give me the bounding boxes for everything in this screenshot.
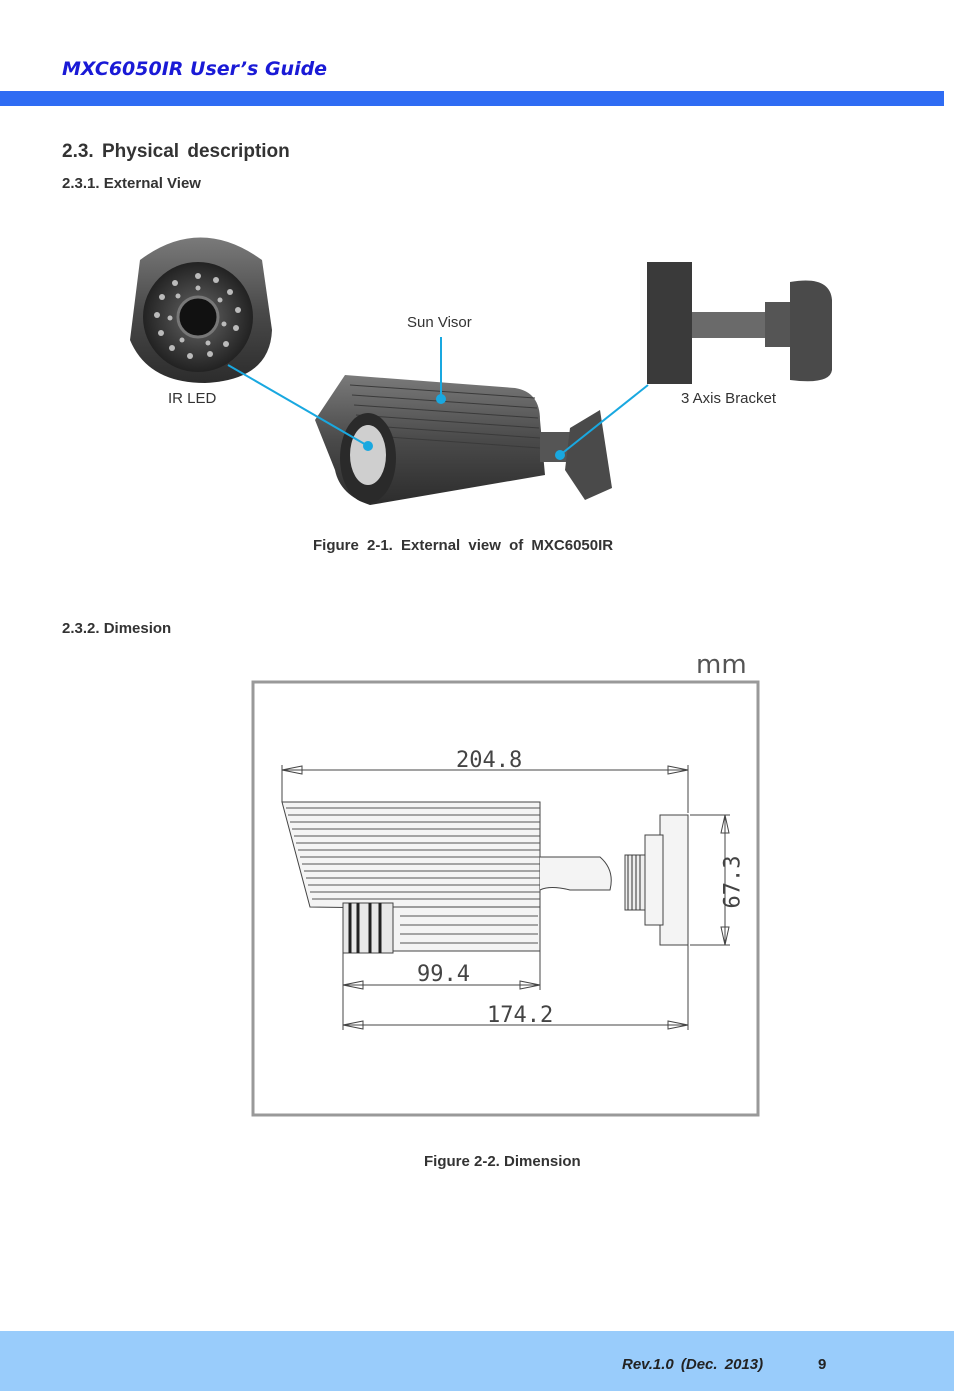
ir-led-label: IR LED bbox=[168, 390, 217, 407]
drawing-frame bbox=[251, 680, 760, 1117]
revision-label: Rev.1.0 (Dec. 2013) bbox=[622, 1356, 764, 1373]
dimension-lines bbox=[281, 765, 730, 1030]
sun-visor-callout-dot bbox=[436, 394, 446, 404]
dim-body-length: 99.4 bbox=[417, 962, 470, 987]
dim-mid-length: 174.2 bbox=[487, 1003, 553, 1028]
camera-body-image bbox=[315, 375, 612, 505]
ir-led-callout-line bbox=[227, 364, 369, 447]
bracket-callout-dot bbox=[555, 450, 565, 460]
dim-height: 67.3 bbox=[721, 856, 746, 909]
ir-led-closeup-image bbox=[130, 237, 272, 383]
dimension-figure: mm bbox=[251, 650, 760, 1117]
figure-2-2-caption: Figure 2-2. Dimension bbox=[424, 1153, 581, 1170]
page-number: 9 bbox=[818, 1356, 827, 1373]
camera-outline-drawing bbox=[281, 801, 689, 954]
sun-visor-label: Sun Visor bbox=[407, 314, 472, 331]
document-title: MXC6050IR User’s Guide bbox=[62, 58, 328, 80]
subsection-dimension: 2.3.2. Dimesion bbox=[62, 620, 172, 637]
bracket-callout-line bbox=[559, 384, 649, 456]
dim-total-length: 204.8 bbox=[456, 748, 522, 773]
section-heading: 2.3. Physical description bbox=[62, 141, 290, 162]
external-view-figure bbox=[130, 237, 832, 505]
bracket-label: 3 Axis Bracket bbox=[681, 390, 777, 407]
header-bar bbox=[0, 91, 944, 106]
bracket-closeup-image bbox=[647, 262, 832, 384]
subsection-external-view: 2.3.1. External View bbox=[62, 175, 201, 192]
figure-2-1-caption: Figure 2-1. External view of MXC6050IR bbox=[313, 537, 614, 554]
footer-bar bbox=[0, 1331, 954, 1391]
unit-label: mm bbox=[696, 650, 747, 680]
ir-led-callout-dot bbox=[363, 441, 373, 451]
